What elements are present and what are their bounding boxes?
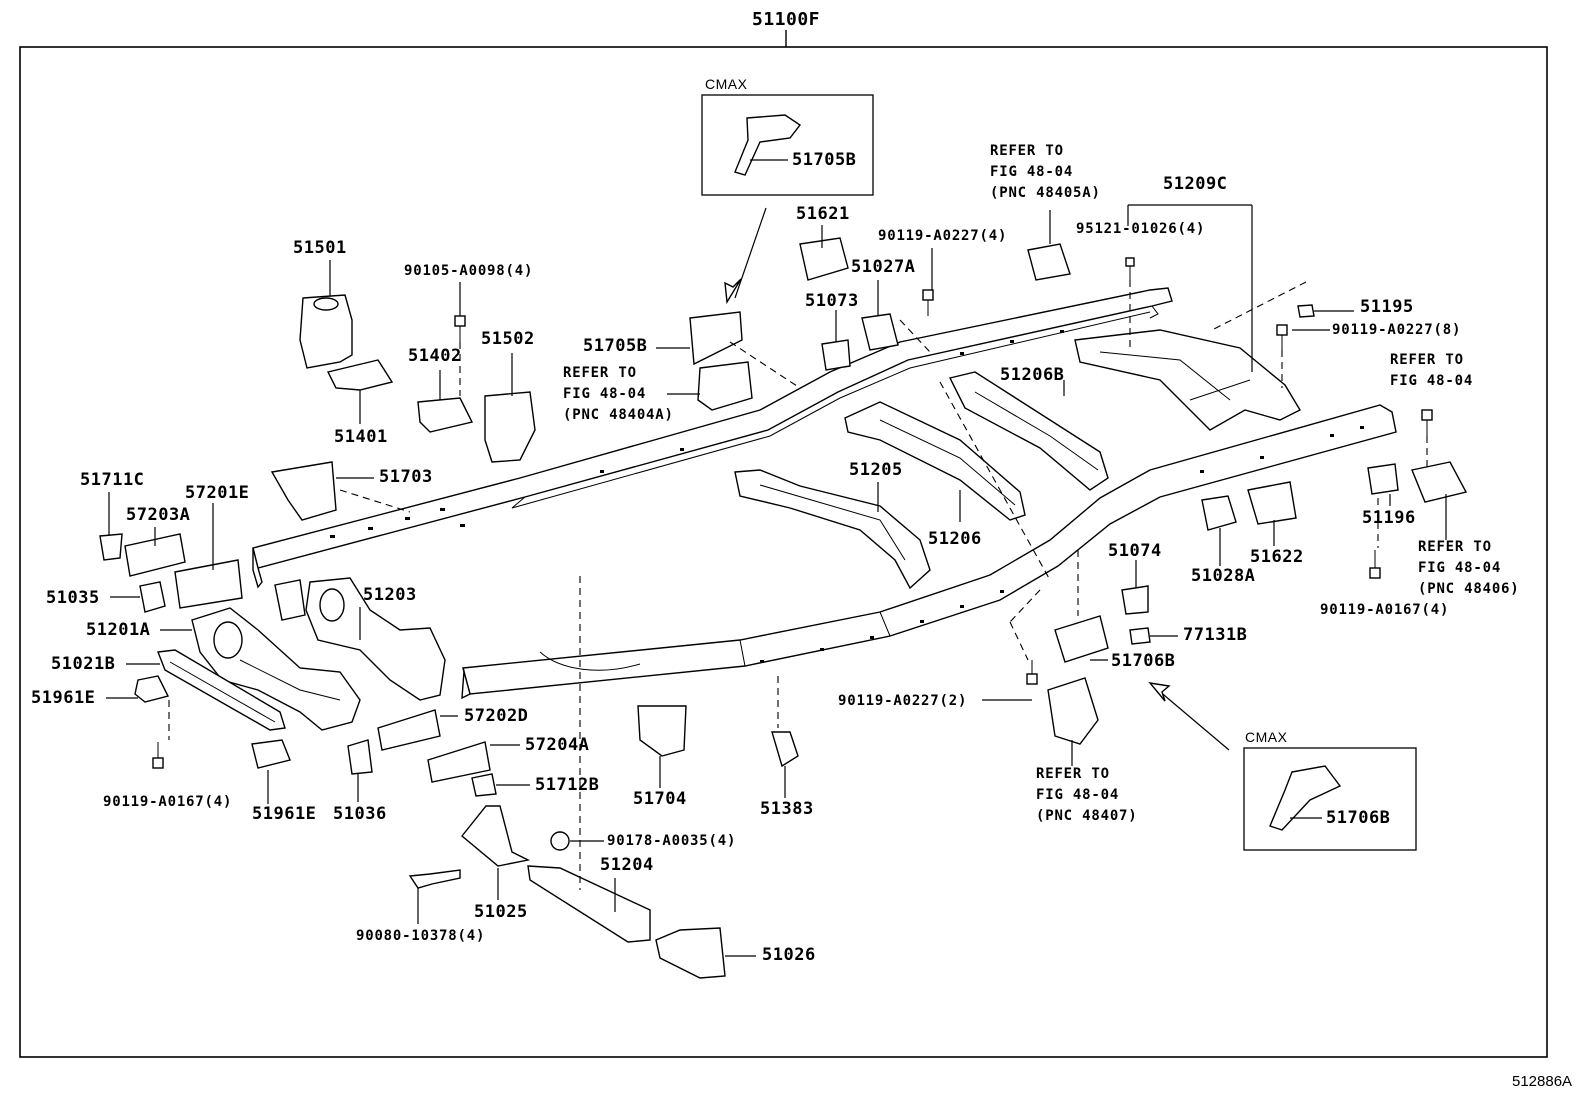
part-label-51711c[interactable]: 51711C xyxy=(80,470,145,490)
cmax-top-label: CMAX xyxy=(705,76,748,92)
cmax-bottom-box xyxy=(1243,747,1417,851)
part-label-51704[interactable]: 51704 xyxy=(633,789,687,809)
part-label-51035[interactable]: 51035 xyxy=(46,588,100,608)
part-label-51622[interactable]: 51622 xyxy=(1250,547,1304,567)
part-label-90080-10378[interactable]: 90080-10378(4) xyxy=(356,928,486,944)
part-label-51205[interactable]: 51205 xyxy=(849,460,903,480)
part-label-51501[interactable]: 51501 xyxy=(293,238,347,258)
diagram-frame xyxy=(19,46,1548,1058)
part-label-51026[interactable]: 51026 xyxy=(762,945,816,965)
rail-holes xyxy=(330,330,1364,663)
part-label-51383[interactable]: 51383 xyxy=(760,799,814,819)
part-label-90119-a0167-left[interactable]: 90119-A0167(4) xyxy=(103,794,233,810)
part-label-51502[interactable]: 51502 xyxy=(481,329,535,349)
part-label-51074[interactable]: 51074 xyxy=(1108,541,1162,561)
part-label-51036[interactable]: 51036 xyxy=(333,804,387,824)
part-label-51028a[interactable]: 51028A xyxy=(1191,566,1256,586)
part-label-90119-a0227-4[interactable]: 90119-A0227(4) xyxy=(878,228,1008,244)
cmax-top-box xyxy=(701,94,874,196)
diagram-title: 51100F xyxy=(752,9,821,30)
part-label-51703[interactable]: 51703 xyxy=(379,467,433,487)
crossmember-51205 xyxy=(734,469,931,590)
part-label-51401[interactable]: 51401 xyxy=(334,427,388,447)
part-label-51073[interactable]: 51073 xyxy=(805,291,859,311)
right-side-rail xyxy=(461,404,1397,700)
left-side-rail xyxy=(252,287,1173,589)
part-label-51196[interactable]: 51196 xyxy=(1362,508,1416,528)
part-label-57204a[interactable]: 57204A xyxy=(525,735,590,755)
crossmember-51209c xyxy=(1074,329,1301,431)
part-label-51206b[interactable]: 51206B xyxy=(1000,365,1065,385)
part-label-51712b[interactable]: 51712B xyxy=(535,775,600,795)
part-label-51705b[interactable]: 51705B xyxy=(583,336,648,356)
part-label-51021b[interactable]: 51021B xyxy=(51,654,116,674)
cmax-bottom-part-51706b[interactable]: 51706B xyxy=(1326,808,1391,828)
part-label-51203[interactable]: 51203 xyxy=(363,585,417,605)
brace-51021b xyxy=(157,649,286,731)
part-label-90105-a0098[interactable]: 90105-A0098(4) xyxy=(404,263,534,279)
ref-fig-48-04[interactable]: REFER TO FIG 48-04 xyxy=(1390,352,1474,389)
cmax-bottom-arrow xyxy=(1148,682,1230,751)
assembly-dashes xyxy=(168,280,1428,890)
footer-code: 512886A xyxy=(1512,1073,1573,1090)
part-label-51961e-bottom[interactable]: 51961E xyxy=(252,804,317,824)
part-label-51201a[interactable]: 51201A xyxy=(86,620,151,640)
cmax-top-arrow xyxy=(724,207,767,305)
ref-pnc-48404a[interactable]: REFER TO FIG 48-04 (PNC 48404A) xyxy=(563,365,674,423)
ref-pnc-48407[interactable]: REFER TO FIG 48-04 (PNC 48407) xyxy=(1036,766,1138,824)
front-crossmember-51203 xyxy=(274,577,446,701)
part-label-57202d[interactable]: 57202D xyxy=(464,706,529,726)
part-label-95121-01026[interactable]: 95121-01026(4) xyxy=(1076,221,1206,237)
part-label-51402[interactable]: 51402 xyxy=(408,346,462,366)
part-label-51027a[interactable]: 51027A xyxy=(851,257,916,277)
part-label-51961e-left[interactable]: 51961E xyxy=(31,688,96,708)
part-label-57203a[interactable]: 57203A xyxy=(126,505,191,525)
ref-pnc-48405a[interactable]: REFER TO FIG 48-04 (PNC 48405A) xyxy=(990,143,1101,201)
part-label-90178-a0035[interactable]: 90178-A0035(4) xyxy=(607,833,737,849)
part-label-77131b[interactable]: 77131B xyxy=(1183,625,1248,645)
part-label-51195[interactable]: 51195 xyxy=(1360,297,1414,317)
part-label-51706b[interactable]: 51706B xyxy=(1111,651,1176,671)
part-label-90119-a0227-2[interactable]: 90119-A0227(2) xyxy=(838,693,968,709)
part-label-90119-a0227-8[interactable]: 90119-A0227(8) xyxy=(1332,322,1462,338)
part-label-51025[interactable]: 51025 xyxy=(474,902,528,922)
cmax-top-part-51705b[interactable]: 51705B xyxy=(792,150,857,170)
part-label-90119-a0167-right[interactable]: 90119-A0167(4) xyxy=(1320,602,1450,618)
part-label-51206[interactable]: 51206 xyxy=(928,529,982,549)
crossmember-51206b xyxy=(948,371,1109,491)
ref-pnc-48406[interactable]: REFER TO FIG 48-04 (PNC 48406) xyxy=(1418,539,1520,597)
part-label-51209c[interactable]: 51209C xyxy=(1163,174,1228,194)
part-label-57201e[interactable]: 57201E xyxy=(185,483,250,503)
crossmember-51206 xyxy=(844,401,1026,521)
leader-lines xyxy=(106,159,1447,957)
cmax-bottom-label: CMAX xyxy=(1245,729,1288,745)
part-label-51621[interactable]: 51621 xyxy=(796,204,850,224)
part-label-51204[interactable]: 51204 xyxy=(600,855,654,875)
parts-small xyxy=(99,114,1468,979)
